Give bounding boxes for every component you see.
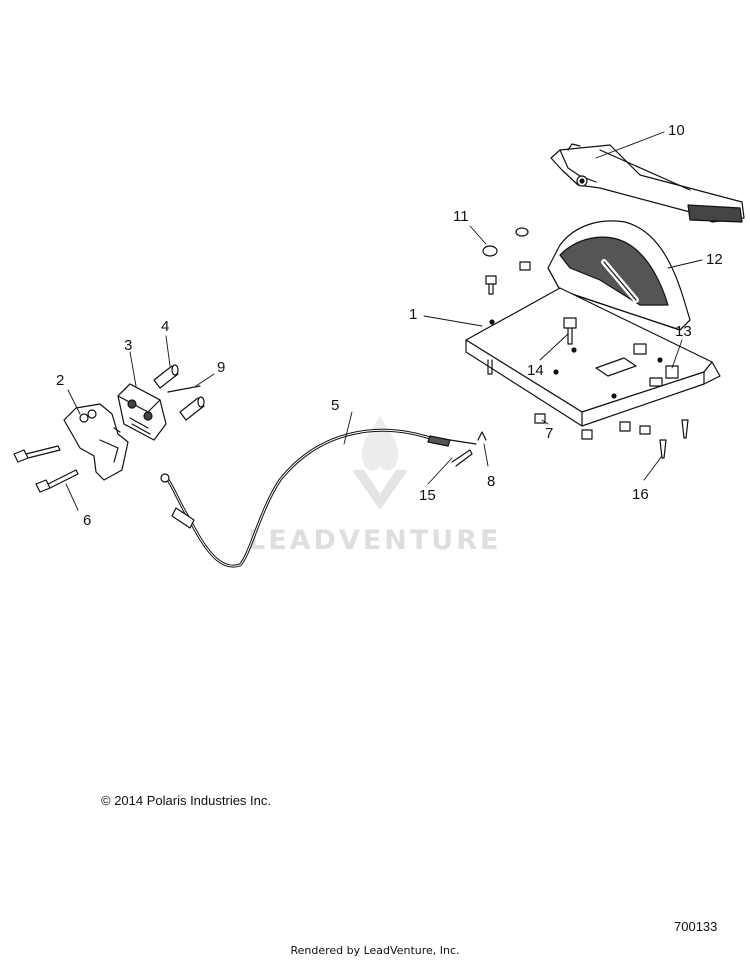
callout-1[interactable]: 1 <box>409 306 418 323</box>
callout-13[interactable]: 13 <box>675 323 692 340</box>
callout-14[interactable]: 14 <box>527 362 544 379</box>
nut-13 <box>633 343 679 387</box>
copyright-text: © 2014 Polaris Industries Inc. <box>101 793 271 808</box>
pin-4 <box>153 364 205 421</box>
clamp-block-3 <box>117 383 167 441</box>
lever-boot <box>547 220 691 331</box>
callout-7[interactable]: 7 <box>545 425 554 442</box>
hand-brake-lever <box>550 143 745 223</box>
callout-16[interactable]: 16 <box>632 486 649 503</box>
bracket-2 <box>63 403 129 481</box>
callout-11[interactable]: 11 <box>453 208 469 225</box>
stud <box>487 359 493 375</box>
clip-8 <box>477 431 487 441</box>
bolt-6 <box>13 445 79 493</box>
callout-10[interactable]: 10 <box>668 122 685 139</box>
callout-15[interactable]: 15 <box>419 487 436 504</box>
callout-4[interactable]: 4 <box>161 318 170 335</box>
callout-6[interactable]: 6 <box>83 512 92 529</box>
brake-cable <box>160 428 477 568</box>
callout-5[interactable]: 5 <box>331 397 340 414</box>
watermark-logo <box>352 415 408 510</box>
leader-lines <box>65 131 703 511</box>
callout-9[interactable]: 9 <box>217 359 226 376</box>
pin-15 <box>451 449 473 467</box>
pin-9 <box>167 385 201 393</box>
callout-8[interactable]: 8 <box>487 473 496 490</box>
callout-2[interactable]: 2 <box>56 372 65 389</box>
watermark-text: LEADVENTURE <box>248 525 502 556</box>
diagram-number: 700133 <box>674 919 718 934</box>
bolt-16 <box>659 419 689 459</box>
nut-11 <box>482 227 531 295</box>
callout-12[interactable]: 12 <box>706 251 723 268</box>
callout-3[interactable]: 3 <box>124 337 133 354</box>
rendered-by-text: Rendered by LeadVenture, Inc. <box>290 944 460 957</box>
bolt-14 <box>563 317 577 345</box>
